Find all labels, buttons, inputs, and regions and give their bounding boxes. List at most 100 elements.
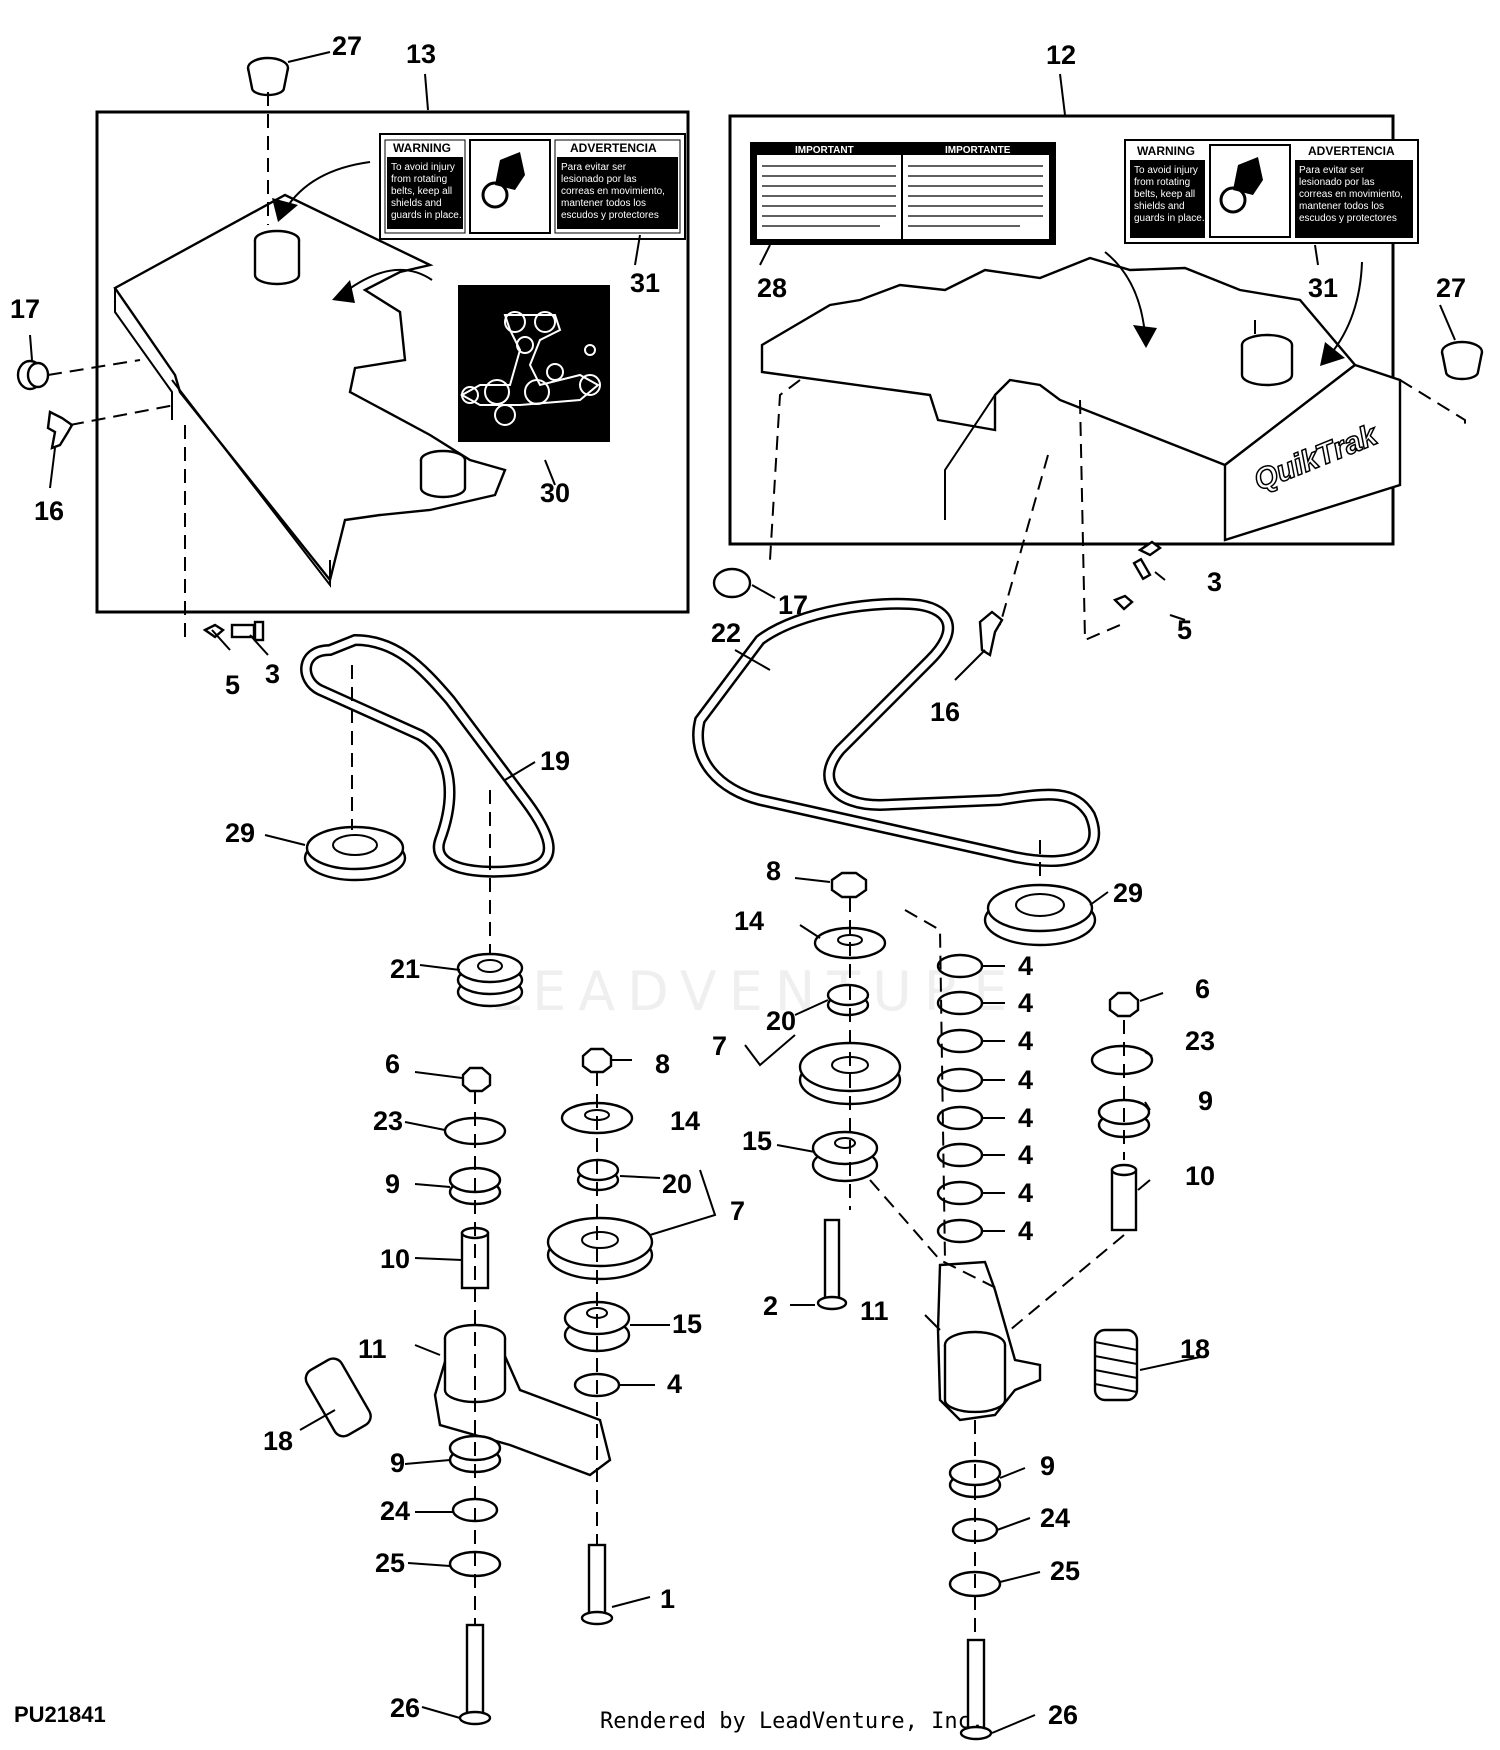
- idler-arm-11-left: [433, 1323, 612, 1477]
- callout: 4: [1018, 1178, 1033, 1208]
- callout: 4: [1018, 1216, 1033, 1246]
- nut-8-lower: [581, 1047, 613, 1074]
- footer-credit: Rendered by LeadVenture, Inc.: [600, 1709, 984, 1734]
- callout: 17: [10, 294, 40, 324]
- panel-frame-left: [95, 110, 690, 614]
- callout: 16: [34, 496, 64, 526]
- callout: 4: [1018, 1065, 1033, 1095]
- svg-text:mantener todos los: mantener todos los: [561, 198, 646, 209]
- callout: 26: [1048, 1700, 1078, 1730]
- callout: 21: [390, 954, 420, 984]
- pin-26-left: [458, 1623, 492, 1726]
- bolt-1: [580, 1543, 614, 1626]
- callout: 10: [380, 1244, 410, 1274]
- callout: 14: [670, 1106, 700, 1136]
- bearing-20-upper: [826, 983, 870, 1017]
- svg-text:from rotating: from rotating: [391, 174, 447, 185]
- nut-8-upper: [830, 871, 868, 899]
- svg-text:belts, keep all: belts, keep all: [1134, 189, 1195, 200]
- spacer-15-upper: [811, 1130, 879, 1183]
- svg-text:escudos y protectores: escudos y protectores: [1299, 213, 1397, 224]
- callout: 5: [1177, 615, 1192, 645]
- callout: 27: [332, 31, 362, 61]
- callout: 20: [662, 1169, 692, 1199]
- callout: 10: [1185, 1161, 1215, 1191]
- belt-shield-right: QuikTrak: [760, 256, 1402, 542]
- arrow-right-decal: [1104, 251, 1146, 336]
- svg-text:mantener todos los: mantener todos los: [1299, 201, 1384, 212]
- callout: 4: [1018, 951, 1033, 981]
- callout: 18: [263, 1426, 293, 1456]
- callout: 24: [380, 1496, 410, 1526]
- callout: 4: [1018, 1026, 1033, 1056]
- callout: 17: [778, 590, 808, 620]
- callout: 3: [1207, 567, 1222, 597]
- callout: 11: [860, 1296, 889, 1326]
- callout: 7: [712, 1031, 727, 1061]
- plug-17-left: [16, 359, 50, 391]
- svg-text:from rotating: from rotating: [1134, 177, 1190, 188]
- callout: 23: [1185, 1026, 1215, 1056]
- arrow-right-shield: [1329, 261, 1363, 356]
- callout: 9: [1040, 1451, 1055, 1481]
- svg-text:To avoid injury: To avoid injury: [391, 162, 455, 173]
- callout: 8: [655, 1049, 670, 1079]
- callout: 4: [1018, 1103, 1033, 1133]
- callout: 27: [1436, 273, 1466, 303]
- assembly-lines: [47, 92, 1466, 1640]
- svg-text:shields and: shields and: [1134, 201, 1185, 212]
- callout: 29: [225, 818, 255, 848]
- callout: 4: [667, 1369, 682, 1399]
- callout: 9: [1198, 1086, 1213, 1116]
- callout: 14: [734, 906, 764, 936]
- callout: 31: [630, 268, 660, 298]
- svg-text:guards in place.: guards in place.: [391, 210, 462, 221]
- svg-text:correas en movimiento,: correas en movimiento,: [561, 186, 665, 197]
- spring-18-left: [304, 1357, 372, 1438]
- sheave-29-right: [983, 883, 1097, 947]
- callout: 6: [385, 1049, 400, 1079]
- knob-16-right: [978, 610, 1004, 657]
- callout: 6: [1195, 974, 1210, 1004]
- callout: 18: [1180, 1334, 1210, 1364]
- decal-warning-right: WARNING ADVERTENCIA To avoid injury from…: [1124, 139, 1419, 244]
- callout: 29: [1113, 878, 1143, 908]
- decal-warning-left: WARNING ADVERTENCIA To avoid injury from…: [379, 133, 686, 240]
- callout: 9: [390, 1448, 405, 1478]
- svg-text:correas en movimiento,: correas en movimiento,: [1299, 189, 1403, 200]
- svg-text:escudos y protectores: escudos y protectores: [561, 210, 659, 221]
- callout: 24: [1040, 1503, 1070, 1533]
- knob-16-left: [46, 410, 74, 450]
- sheave-21: [456, 952, 524, 1008]
- arrow-left-shield: [344, 269, 433, 293]
- callout: 5: [225, 670, 240, 700]
- decal-important: IMPORTANT IMPORTANTE: [750, 142, 1056, 245]
- callout: 4: [1018, 988, 1033, 1018]
- tube-10-left: [460, 1226, 490, 1290]
- callout: 25: [1050, 1556, 1080, 1586]
- callout: 1: [660, 1584, 675, 1614]
- pulley-7-lower: [546, 1216, 654, 1281]
- callout: 11: [358, 1334, 387, 1364]
- callout: 25: [375, 1548, 405, 1578]
- decal-important-title: IMPORTANT: [795, 145, 854, 156]
- svg-text:ADVERTENCIA: ADVERTENCIA: [1308, 144, 1395, 158]
- nut-6-right: [1108, 991, 1140, 1018]
- svg-text:WARNING: WARNING: [1137, 144, 1195, 158]
- cap-27-left: [246, 56, 290, 97]
- callout: 13: [406, 39, 436, 69]
- tube-10-right: [1110, 1163, 1138, 1232]
- bolt-3-left: [202, 620, 265, 642]
- callout: 20: [766, 1006, 796, 1036]
- svg-text:Para evitar ser: Para evitar ser: [1299, 165, 1365, 176]
- washer-stack-4: [936, 953, 984, 1244]
- panel-frame-right: [728, 114, 1395, 546]
- callout: 22: [711, 618, 741, 648]
- pin-26-right: [959, 1638, 993, 1741]
- callout: 7: [730, 1196, 745, 1226]
- svg-text:lesionado por las: lesionado por las: [1299, 177, 1375, 188]
- bolt-2: [816, 1218, 848, 1311]
- callout: 23: [373, 1106, 403, 1136]
- callout-numbers: 27 13 12 31 17 16 30 28 31 27 17 3 5 5 3…: [10, 31, 1466, 1730]
